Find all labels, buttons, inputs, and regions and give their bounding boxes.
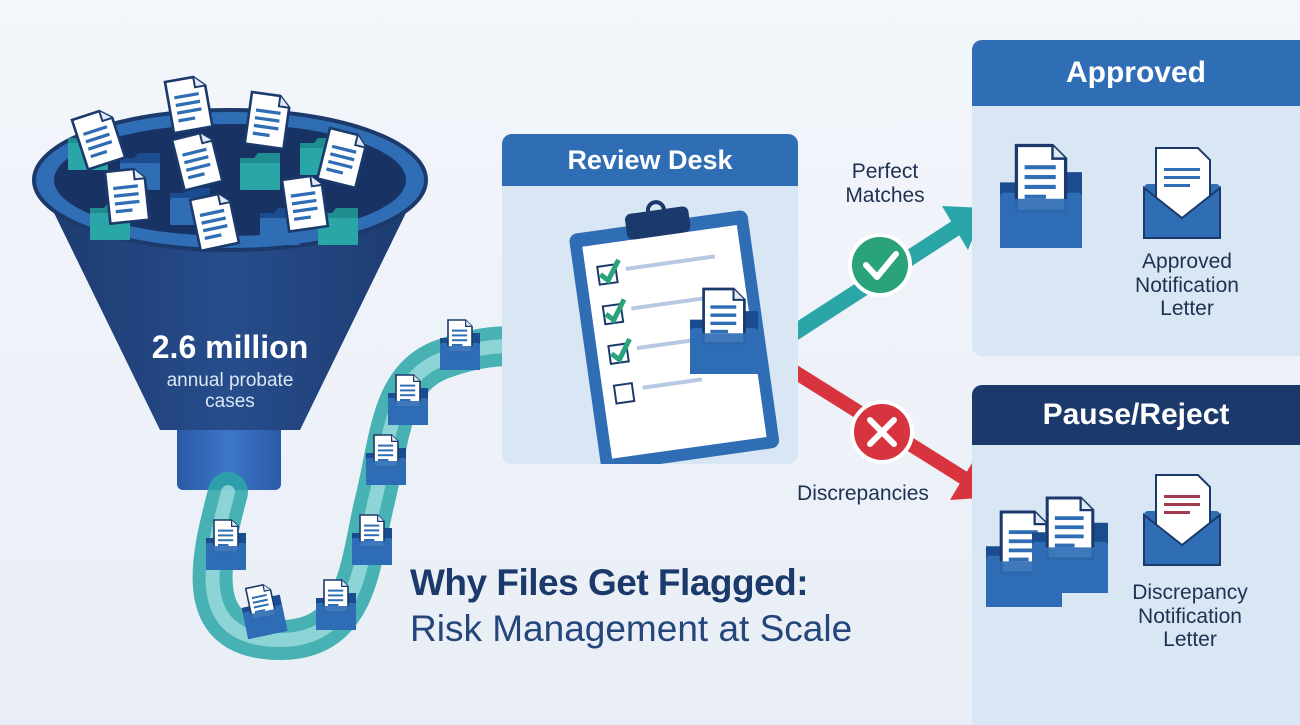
case-caption-line1: annual probate bbox=[166, 369, 294, 391]
reject-panel: Pause/Reject Discrepancy Notification Le… bbox=[972, 385, 1300, 725]
approved-panel: Approved Approved Notification Letter bbox=[972, 40, 1300, 356]
approved-route-label: Perfect Matches bbox=[830, 160, 940, 207]
folder-icon bbox=[1032, 498, 1108, 593]
approved-title: Approved bbox=[972, 40, 1300, 106]
approved-route-label-line1: Perfect bbox=[851, 160, 919, 183]
review-desk-panel: Review Desk bbox=[502, 134, 798, 464]
approved-letter-line2: Notification bbox=[1135, 273, 1239, 297]
checkmark-icon bbox=[848, 233, 912, 297]
case-caption-line2: cases bbox=[205, 391, 255, 413]
funnel-spout bbox=[177, 420, 281, 490]
headline-title: Why Files Get Flagged: bbox=[410, 562, 809, 603]
review-desk-title: Review Desk bbox=[502, 134, 798, 186]
approved-letter-label: Approved Notification Letter bbox=[1107, 250, 1267, 321]
approved-route-label-line2: Matches bbox=[845, 183, 925, 207]
reject-title: Pause/Reject bbox=[972, 385, 1300, 445]
approved-letter-line1: Approved bbox=[1142, 250, 1232, 273]
case-count: 2.6 million bbox=[151, 329, 309, 365]
rejected-route-label: Discrepancies bbox=[797, 482, 929, 505]
envelope-icon bbox=[1143, 474, 1221, 566]
discrepancy-letter-line3: Letter bbox=[1163, 628, 1217, 652]
discrepancy-letter-line1: Discrepancy bbox=[1132, 581, 1248, 604]
discrepancy-letter-label: Discrepancy Notification Letter bbox=[1107, 581, 1273, 652]
discrepancy-letter-line2: Notification bbox=[1138, 604, 1242, 628]
funnel-label: 2.6 million annual probate cases bbox=[130, 329, 330, 413]
approved-letter-line3: Letter bbox=[1160, 297, 1214, 321]
checklist bbox=[596, 254, 727, 405]
folder-icon bbox=[1000, 146, 1082, 249]
headline-subtitle: Risk Management at Scale bbox=[410, 608, 853, 649]
headline: Why Files Get Flagged: Risk Management a… bbox=[410, 562, 950, 650]
clipboard-icon bbox=[569, 200, 780, 464]
envelope-icon bbox=[1143, 147, 1221, 239]
